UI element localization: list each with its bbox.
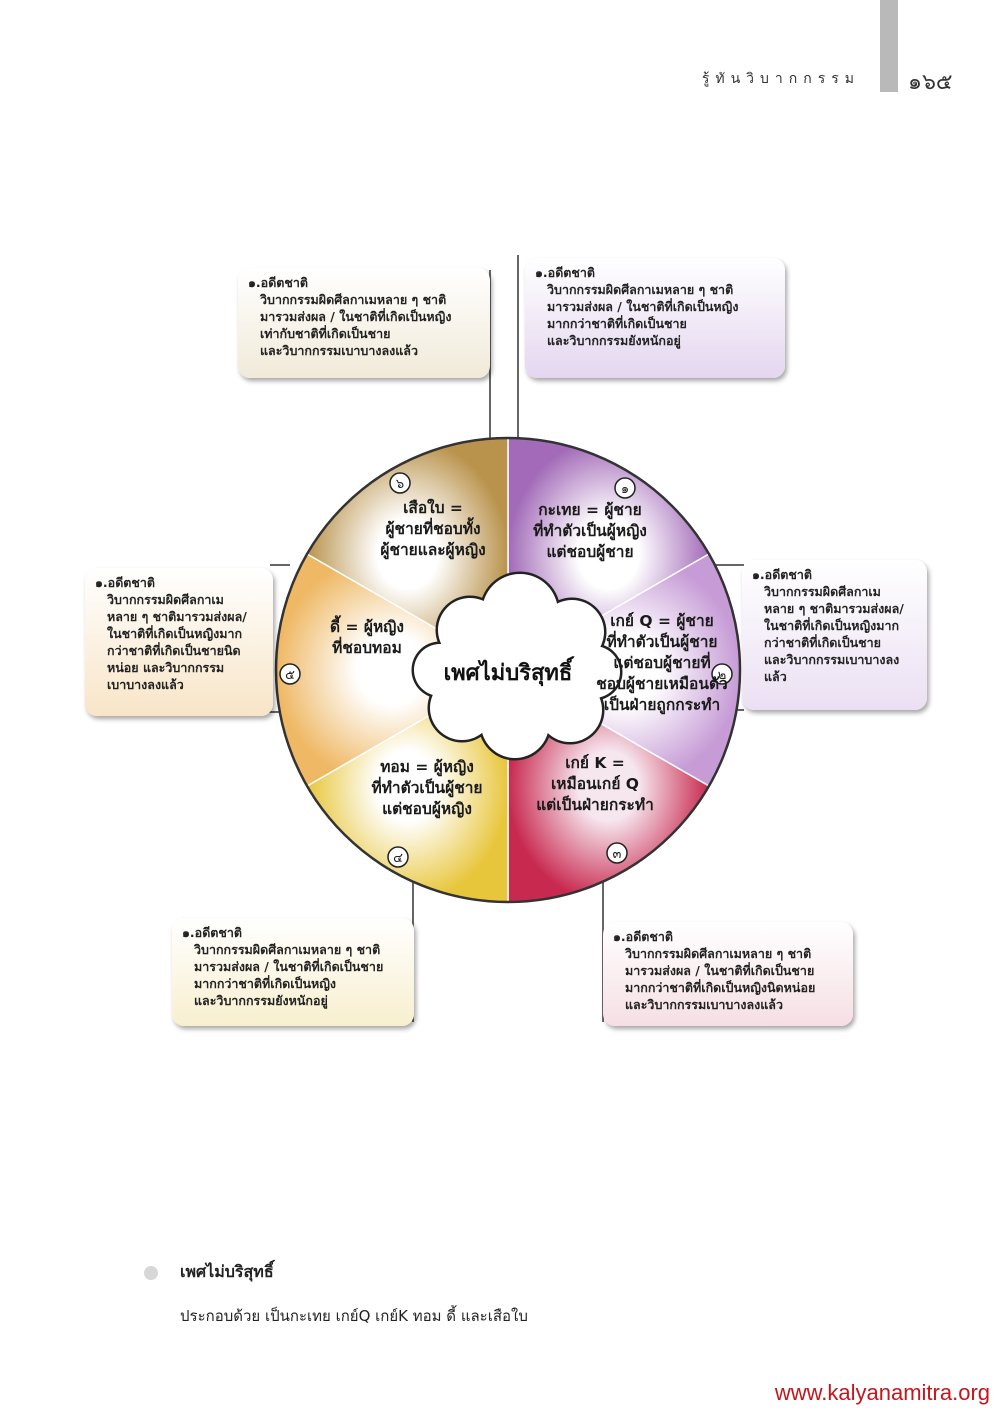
karma-box-1: ๑.อดีตชาติวิบากกรรมผิดศีลกาเมหลาย ๆ ชาติ… (525, 258, 785, 378)
segment-number: ๒ (718, 668, 727, 683)
section-bullet (144, 1266, 158, 1280)
segment-labels: กะเทย = ผู้ชายที่ทำตัวเป็นผู้หญิงแต่ชอบผ… (330, 498, 728, 820)
segment-badge-5: ๕ (279, 663, 301, 685)
karma-box-heading: ๑.อดีตชาติ (248, 275, 309, 290)
karma-box-5: ๑.อดีตชาติวิบากกรรมผิดศีลกาเม หลาย ๆ ชาต… (85, 568, 273, 716)
karma-box-body: วิบากกรรมผิดศีลกาเมหลาย ๆ ชาติ มารวมส่งผ… (625, 946, 816, 1012)
wheel-outline (274, 436, 742, 904)
wheel-diagram: ๑๒๓ ๔ ๕ ๖ เพศไม่บริสุทธิ์ กะเทย = ผู้ชายที่… (268, 255, 744, 1022)
page-number: ๑๖๕ (908, 70, 953, 95)
segment-number: ๖ (396, 477, 404, 492)
karma-box-heading: ๑.อดีตชาติ (752, 567, 813, 582)
karma-box-heading: ๑.อดีตชาติ (95, 575, 156, 590)
header-bar (880, 0, 898, 92)
karma-box-heading: ๑.อดีตชาติ (535, 265, 596, 280)
segment-badge-6: ๖ (389, 472, 411, 494)
section-title: เพศไม่บริสุทธิ์ (180, 1262, 274, 1281)
center-cloud: เพศไม่บริสุทธิ์ (411, 571, 623, 761)
karma-box-body: วิบากกรรมผิดศีลกาเมหลาย ๆ ชาติ มารวมส่งผ… (194, 942, 384, 1008)
karma-box-heading: ๑.อดีตชาติ (613, 929, 674, 944)
segment-badge-3: ๓ (606, 842, 628, 864)
segment-label-4: ทอม = ผู้หญิงที่ทำตัวเป็นผู้ชายแต่ชอบผู้… (371, 758, 482, 820)
header-title: รู้ทันวิบากกรรม (701, 71, 860, 87)
section-body: ประกอบด้วย เป็นกะเทย เกย์Q เกย์K ทอม ดี้… (180, 1307, 528, 1325)
segment-label-6: เสือใบ =ผู้ชายที่ชอบทั้งผู้ชายและผู้หญิง (380, 498, 485, 561)
segment-label-2: เกย์ Q = ผู้ชายที่ทำตัวเป็นผู้ชายแต่ชอบผ… (596, 612, 727, 716)
karma-box-3: ๑.อดีตชาติวิบากกรรมผิดศีลกาเมหลาย ๆ ชาติ… (603, 922, 853, 1026)
karma-diagram: ๑๒๓ ๔ ๕ ๖ เพศไม่บริสุทธิ์ กะเทย = ผู้ชายที่… (85, 255, 927, 1026)
segment-label-5: ดี้ = ผู้หญิงที่ชอบทอม (330, 615, 404, 657)
segment-number: ๕ (285, 668, 295, 683)
karma-box-body: วิบากกรรมผิดศีลกาเมหลาย ๆ ชาติ มารวมส่งผ… (547, 282, 739, 348)
karma-box-heading: ๑.อดีตชาติ (182, 925, 243, 940)
segment-badge-2: ๒ (711, 663, 733, 685)
karma-box-6: ๑.อดีตชาติวิบากกรรมผิดศีลกาเมหลาย ๆ ชาติ… (238, 268, 490, 378)
karma-box-body: วิบากกรรมผิดศีลกาเมหลาย ๆ ชาติ มารวมส่งผ… (260, 292, 452, 358)
segment-badges: ๑๒๓ ๔ ๕ ๖ (279, 472, 733, 868)
segment-badge-4: ๔ (387, 846, 409, 868)
center-label: เพศไม่บริสุทธิ์ (444, 656, 575, 687)
segment-label-1: กะเทย = ผู้ชายที่ทำตัวเป็นผู้หญิงแต่ชอบผ… (533, 501, 647, 563)
segment-number: ๓ (613, 847, 622, 862)
segment-number: ๑ (621, 482, 629, 497)
segment-badge-1: ๑ (614, 477, 636, 499)
karma-box-body: วิบากกรรมผิดศีลกาเม หลาย ๆ ชาติมารวมส่งผ… (107, 592, 247, 692)
website-url: www.kalyanamitra.org (774, 1380, 990, 1405)
segment-number: ๔ (393, 851, 403, 866)
karma-box-body: วิบากกรรมผิดศีลกาเม หลาย ๆ ชาติมารวมส่งผ… (764, 584, 904, 684)
karma-box-4: ๑.อดีตชาติวิบากกรรมผิดศีลกาเมหลาย ๆ ชาติ… (172, 918, 414, 1026)
karma-box-2: ๑.อดีตชาติวิบากกรรมผิดศีลกาเม หลาย ๆ ชาต… (742, 560, 927, 710)
